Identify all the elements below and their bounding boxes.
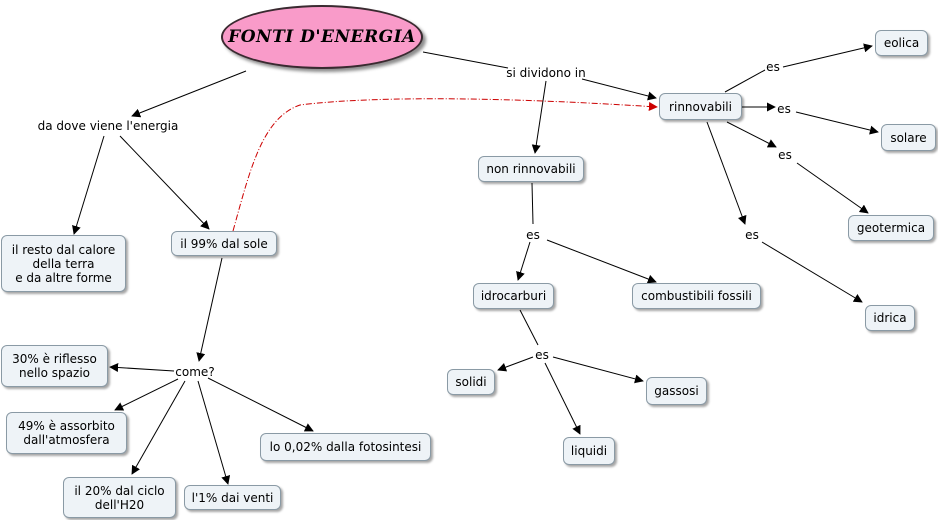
node-rinnovabili[interactable]: rinnovabili bbox=[659, 93, 742, 120]
node-solare[interactable]: solare bbox=[881, 124, 936, 151]
link-label-es: es bbox=[526, 228, 540, 242]
node-venti[interactable]: l'1% dai venti bbox=[184, 485, 281, 510]
node-combustibili-fossili[interactable]: combustibili fossili bbox=[632, 283, 761, 309]
node-non-rinnovabili[interactable]: non rinnovabili bbox=[478, 156, 584, 182]
node-liquidi[interactable]: liquidi bbox=[563, 437, 615, 465]
edge-how-ciclo bbox=[131, 380, 186, 475]
edge-es-liquidi bbox=[544, 362, 581, 435]
edge-sole-how bbox=[196, 257, 223, 362]
edge-es-gassosi bbox=[552, 356, 644, 384]
edge-origin-calore bbox=[72, 135, 105, 235]
edge-divide-nonrinn bbox=[531, 80, 547, 154]
node-gassosi[interactable]: gassosi bbox=[646, 377, 707, 405]
node-assorbito[interactable]: 49% è assorbito dall'atmosfera bbox=[6, 412, 127, 454]
edge-how-fotosintesi bbox=[207, 377, 314, 432]
link-label-es: es bbox=[778, 148, 792, 162]
edge-rinn-es-idrica bbox=[706, 121, 747, 225]
edge-es-eolica bbox=[782, 43, 873, 68]
edge-how-assorbito bbox=[114, 378, 179, 411]
edge-root-origin bbox=[131, 70, 247, 118]
edge-nonrinn-es bbox=[531, 182, 534, 225]
node-idrica[interactable]: idrica bbox=[865, 305, 915, 331]
node-riflesso[interactable]: 30% è riflesso nello spazio bbox=[1, 345, 108, 387]
node-fotosintesi[interactable]: lo 0,02% dalla fotosintesi bbox=[260, 433, 431, 461]
node-ciclo[interactable]: il 20% dal ciclo dell'H20 bbox=[63, 477, 176, 518]
edge-root-divide bbox=[422, 51, 509, 69]
edge-es-solidi bbox=[497, 356, 534, 372]
edge-es-combustibili bbox=[546, 239, 657, 284]
node-idrocarburi[interactable]: idrocarburi bbox=[473, 283, 554, 309]
node-sole[interactable]: il 99% dal sole bbox=[171, 231, 277, 256]
edge-es-solare bbox=[795, 111, 879, 135]
node-solidi[interactable]: solidi bbox=[447, 369, 495, 395]
node-calore[interactable]: il resto dal calore della terra e da alt… bbox=[1, 235, 126, 292]
link-label-es: es bbox=[766, 60, 780, 74]
edge-rinn-es-eolica bbox=[724, 69, 766, 93]
cross-link-sole-rinnovabili bbox=[232, 98, 658, 232]
edge-es-idrocarburi bbox=[516, 241, 531, 281]
link-label-origin: da dove viene l'energia bbox=[37, 119, 179, 133]
link-label-divide: si dividono in bbox=[506, 66, 586, 80]
edge-es-idrica bbox=[761, 241, 863, 303]
link-label-es: es bbox=[745, 228, 759, 242]
link-label-es: es bbox=[535, 348, 549, 362]
link-label-es: es bbox=[777, 102, 791, 116]
root-node[interactable]: FONTI D'ENERGIA bbox=[221, 5, 423, 69]
node-eolica[interactable]: eolica bbox=[875, 30, 928, 56]
edge-es-geo bbox=[796, 162, 869, 214]
edge-idro-es bbox=[519, 309, 539, 346]
link-label-how: come? bbox=[175, 365, 215, 379]
edge-how-venti bbox=[197, 380, 231, 485]
edge-divide-rinn bbox=[581, 78, 657, 101]
edge-origin-sole bbox=[119, 135, 210, 230]
node-geotermica[interactable]: geotermica bbox=[848, 215, 934, 241]
edge-rinn-es-geo bbox=[726, 121, 777, 148]
edge-how-riflesso bbox=[109, 363, 175, 372]
